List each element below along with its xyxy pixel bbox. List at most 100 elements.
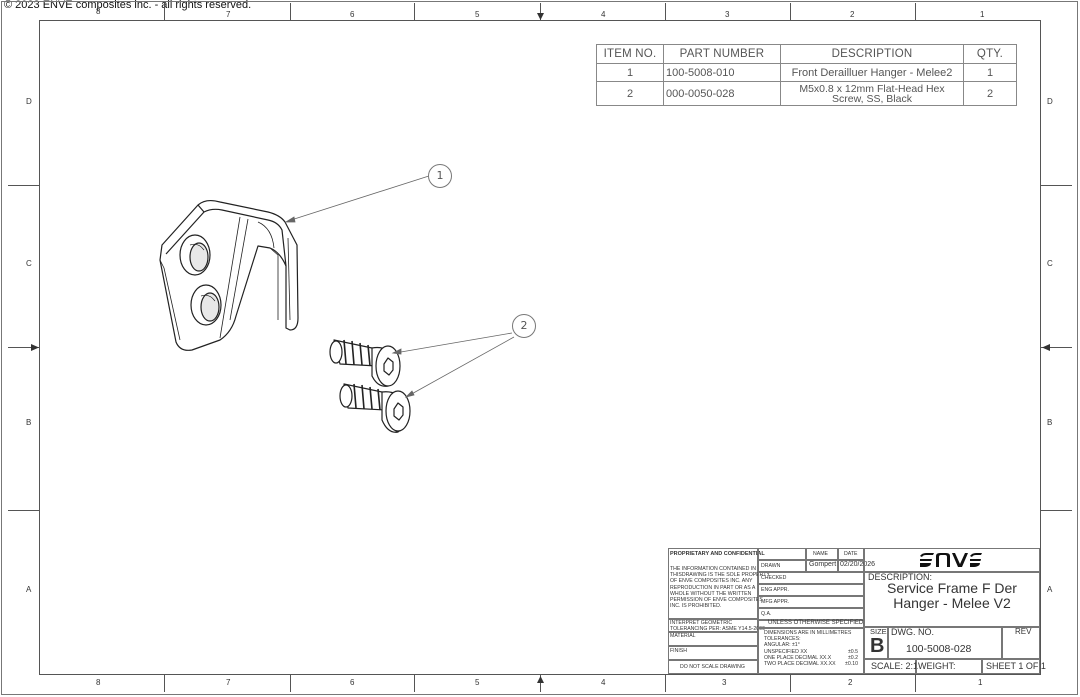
zone-col-top: 5 [475,10,480,19]
zone-row-right: C [1047,259,1053,268]
zone-col-top: 7 [226,10,231,19]
rev-label: REV [1015,627,1032,636]
zone-tick [8,185,39,186]
zone-col-top: 8 [96,7,101,16]
zone-col-bottom: 2 [848,678,853,687]
proprietary-line: INC. IS PROHIBITED. [670,603,722,610]
zone-row-left: A [26,585,32,594]
center-mark-top [537,13,544,20]
description-box [864,572,1040,627]
bom-description-line: M5x0.8 x 12mm Flat-Head Hex [799,82,945,95]
material-label: MATERIAL [670,633,696,639]
zone-tick [8,510,39,511]
proprietary-line: THE INFORMATION CONTAINED IN [670,566,756,572]
proprietary-text: THE INFORMATION CONTAINED IN THISDRAWING… [670,566,770,609]
zone-tick [414,3,415,20]
gdt-line: INTERPRET GEOMETRIC [670,620,733,626]
zone-tick [540,3,541,20]
bom-qty: 2 [963,81,1017,106]
zone-tick [790,675,791,692]
leader-line [394,332,513,354]
tolerance-line: TWO PLACE DECIMAL XX.XX±0.10 [764,661,858,668]
zone-tick [790,3,791,20]
proprietary-line: THISDRAWING IS THE SOLE PROPERTY [670,572,770,579]
zone-tick [665,3,666,20]
zone-col-bottom: 5 [475,678,480,687]
bom-header-description: DESCRIPTION [780,44,964,64]
zone-tick [290,3,291,20]
zone-col-top: 3 [725,10,730,19]
bom-item-no: 1 [596,63,664,82]
bom-header-qty: QTY. [963,44,1017,64]
drawing-number: 100-5008-028 [906,643,972,655]
zone-tick [290,675,291,692]
zone-row-right: D [1047,97,1053,106]
zone-col-bottom: 3 [722,678,727,687]
zone-tick [1041,185,1072,186]
zone-row-right: B [1047,418,1053,427]
proprietary-line: OF ENVE COMPOSITES INC. ANY [670,578,753,585]
tolerance-line: DIMENSIONS ARE IN MILLIMETRES [764,630,852,636]
zone-col-bottom: 8 [96,678,101,687]
zone-tick [164,675,165,692]
checked-label: CHECKED [761,575,787,581]
title-block: PROPRIETARY AND CONFIDENTIAL THE INFORMA… [668,548,1046,674]
tolerance-line: TOLERANCES: [764,636,801,643]
item-balloon: 2 [512,314,536,338]
center-mark-right [1042,344,1050,351]
zone-col-top: 4 [601,10,606,19]
drawing-description: Service Frame F Der Hanger - Melee V2 [864,581,1040,611]
zone-col-bottom: 4 [601,678,606,687]
table-row: 1 100-5008-010 Front Derailluer Hanger -… [596,63,1017,82]
flat-head-screw [329,339,401,387]
bom-part-number: 100-5008-010 [663,63,781,82]
zone-row-right: A [1047,585,1053,594]
eng-appr-label: ENG APPR. [761,587,789,593]
mfg-appr-label: MFG APPR. [761,599,790,605]
proprietary-line: REPRODUCTION IN PART OR AS A [670,584,756,591]
zone-tick [1041,347,1072,348]
tolerance-line: ONE PLACE DECIMAL XX.X±0.2 [764,654,858,661]
zone-col-bottom: 6 [350,678,355,687]
center-mark-left [31,344,39,351]
drawn-date: 02/20/2026 [840,561,876,568]
date-column-header: DATE [844,551,858,557]
proprietary-line: PERMISSION OF ENVE COMPOSITES [670,597,763,604]
sheet-inner-border [39,20,1041,675]
logo-box [864,548,1040,572]
enve-logo-icon [920,553,982,567]
table-row: 2 000-0050-028 M5x0.8 x 12mm Flat-Head H… [596,81,1017,106]
derailleur-hanger [159,199,299,351]
zone-col-bottom: 7 [226,678,231,687]
zone-col-bottom: 1 [978,678,983,687]
dwg-no-label: DWG. NO. [891,627,934,637]
zone-tick [915,675,916,692]
zone-row-left: C [26,259,32,268]
leader-arrow [404,390,415,398]
description-line: Hanger - Melee V2 [893,595,1011,611]
size-label: SIZE [870,627,887,636]
center-mark-bottom [537,676,544,683]
weight-label: WEIGHT: [918,661,956,671]
flat-head-screw [339,383,411,433]
zone-row-left: D [26,97,32,106]
bom-description: Front Derailluer Hanger - Melee2 [780,63,964,82]
drawn-label: DRAWN [761,563,781,569]
bom-header-part: PART NUMBER [663,44,781,64]
tolerance-line: ANGULAR: ±1° [764,642,800,649]
leader-line [407,336,515,397]
copyright-notice: © 2023 ENVE composites inc. - all rights… [4,0,252,11]
sheet-number: SHEET 1 OF 1 [986,661,1046,671]
zone-tick [540,675,541,692]
do-not-scale-note: DO NOT SCALE DRAWING [680,664,745,670]
unless-specified-note: UNLESS OTHERWISE SPECIFIED: [768,620,865,626]
bom-header-item: ITEM NO. [596,44,664,64]
zone-col-top: 6 [350,10,355,19]
isometric-part-drawing [159,174,515,433]
bill-of-materials-table: ITEM NO. PART NUMBER DESCRIPTION QTY. 1 … [596,44,1017,106]
zone-col-top: 2 [850,10,855,19]
scale-value: SCALE: 2:1 [871,661,919,671]
bom-qty: 1 [963,63,1017,82]
tolerance-notes: DIMENSIONS ARE IN MILLIMETRES TOLERANCES… [764,630,858,667]
